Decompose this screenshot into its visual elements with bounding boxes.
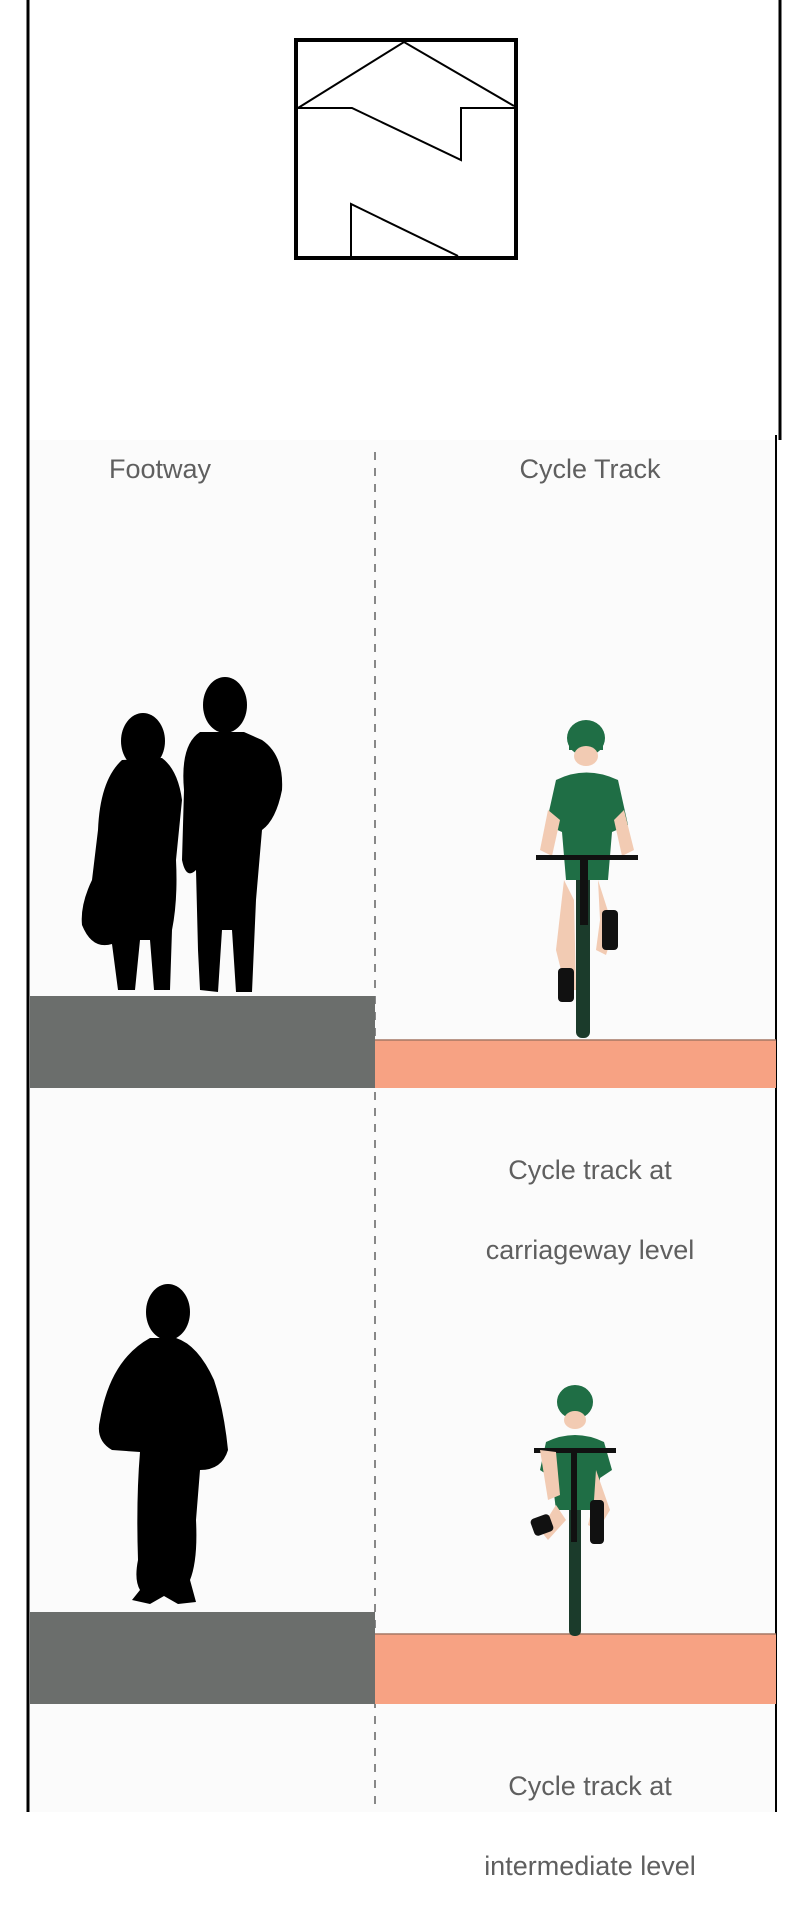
caption-intermediate-level: Cycle track at intermediate level [440,1726,740,1926]
cycle-track-surface-1 [375,1040,776,1088]
footway-surface-2 [30,1612,375,1704]
diagram-canvas [0,0,809,1812]
caption-line: Cycle track at [440,1150,740,1190]
caption-line: intermediate level [440,1846,740,1886]
footway-column-label: Footway [70,449,250,489]
cycle-track-surface-2 [375,1634,776,1704]
cycle-track-column-label: Cycle Track [470,449,710,489]
caption-line: Cycle track at [440,1766,740,1806]
caption-carriageway-level: Cycle track at carriageway level [440,1110,740,1310]
caption-line: carriageway level [440,1230,740,1270]
footway-surface-1 [30,996,375,1088]
